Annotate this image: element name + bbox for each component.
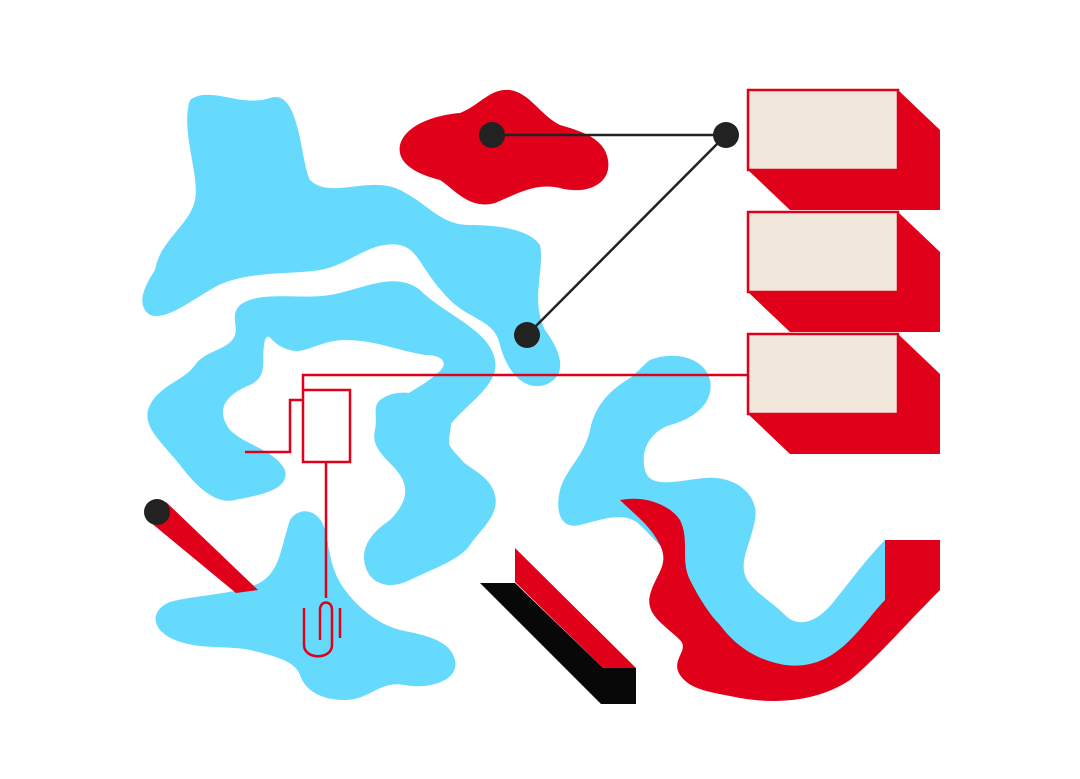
blue-blob-middle-left — [147, 281, 496, 504]
network-edge-diagonal — [526, 134, 727, 336]
diagonal-bar-left — [144, 499, 258, 593]
bottom-3d-bar — [480, 548, 636, 704]
red-river — [620, 498, 940, 701]
bar-face-black — [480, 583, 636, 704]
circuit-component — [301, 388, 352, 464]
network-node — [479, 122, 505, 148]
block-middle — [746, 210, 940, 332]
block-bottom — [746, 332, 940, 454]
blue-blob-middle-column — [364, 392, 496, 585]
bar-end-node — [144, 499, 170, 525]
blue-blob-right-river — [558, 355, 940, 683]
red-circuit — [245, 373, 748, 658]
network-graph — [479, 122, 739, 348]
blue-blob-group — [142, 94, 940, 700]
block-top — [746, 88, 940, 210]
red-river-group — [620, 498, 940, 701]
paperclip-icon — [302, 601, 342, 658]
bar-face-red — [515, 548, 636, 668]
network-node — [514, 322, 540, 348]
blue-blob-bottom-left — [155, 511, 456, 700]
block-stack — [746, 88, 940, 454]
blue-blob-top-left — [142, 94, 561, 387]
network-node — [713, 122, 739, 148]
red-blob-top — [399, 89, 609, 205]
circuit-wire-top — [301, 373, 748, 390]
circuit-wire-left — [245, 398, 303, 454]
